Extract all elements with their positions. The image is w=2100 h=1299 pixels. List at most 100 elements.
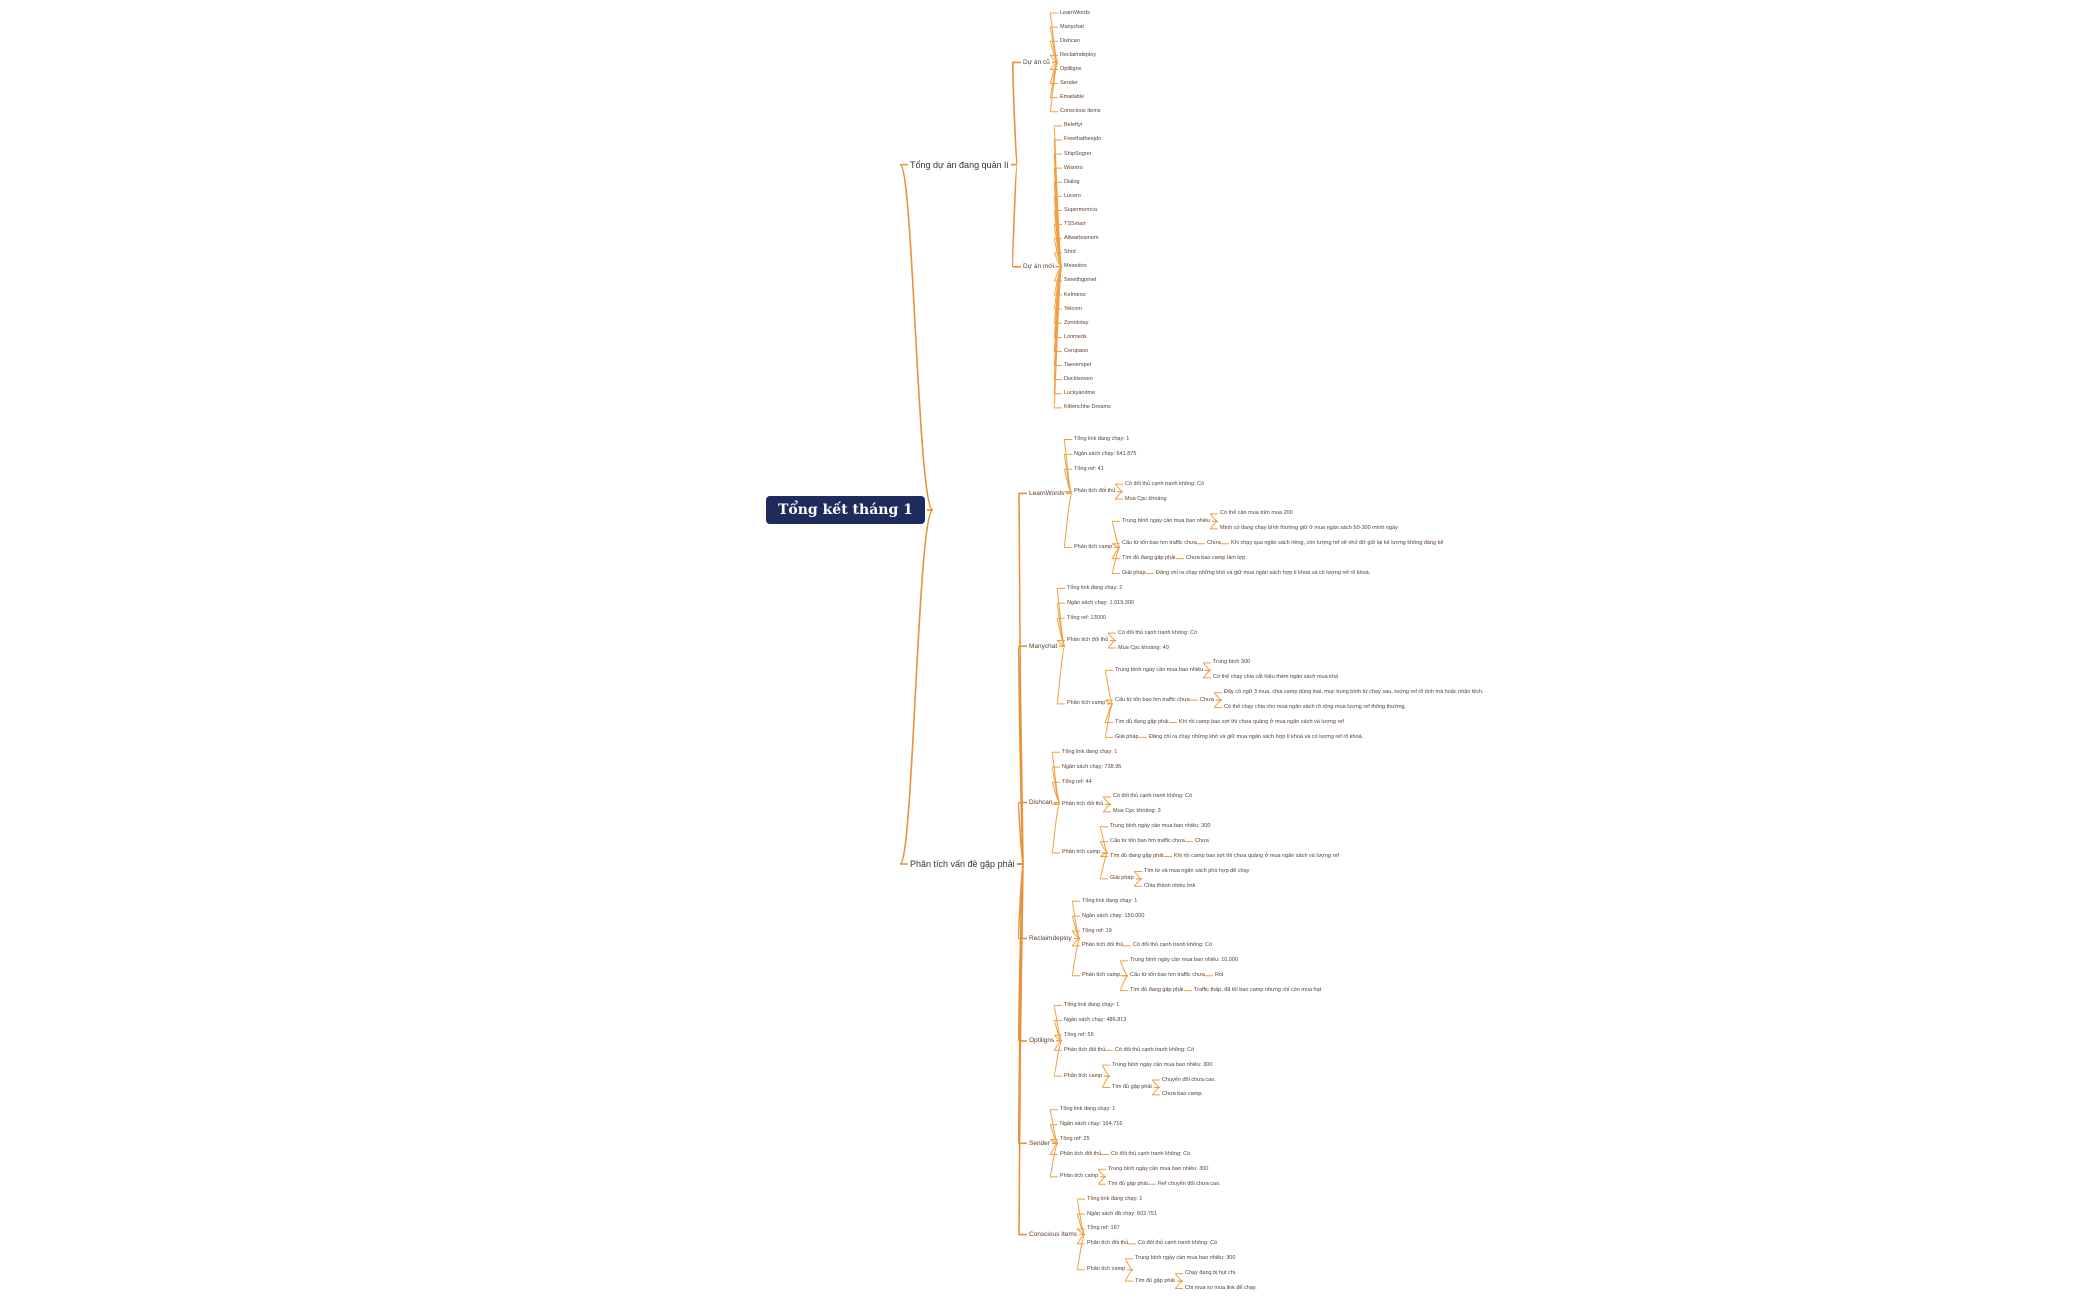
node-phan-tich-camp[interactable]: Phân tích camp bbox=[1064, 1072, 1103, 1079]
node-phan-tich-doi-thu[interactable]: Phân tích đối thủ bbox=[1082, 942, 1124, 949]
node-kittenchhe-dreams[interactable]: Kittenchhe Dreams bbox=[1064, 404, 1111, 411]
node-chay-dang-bi-hut-chi[interactable]: Chạy đang bị hụt chi. bbox=[1185, 1270, 1237, 1277]
node-co-the-chay-chia-cat-hieu-them-ngan-sach[interactable]: Có thể chạy chia cắt hiệu thêm ngân sách… bbox=[1213, 674, 1339, 681]
node-phan-tich-doi-thu[interactable]: Phân tích đối thủ bbox=[1060, 1150, 1102, 1157]
node-lonmeds[interactable]: Lonmeds bbox=[1064, 333, 1087, 340]
topic-du-an-cu[interactable]: Dự án cũ bbox=[1023, 58, 1050, 66]
node-phan-tich-doi-thu[interactable]: Phân tích đối thủ bbox=[1074, 488, 1116, 495]
node-yelcom[interactable]: Yelcom bbox=[1064, 305, 1082, 312]
node-trung-binh-ngay-can-mua-bao-nhieu-300[interactable]: Trung bình ngày cần mua bao nhiêu: 300 bbox=[1110, 823, 1211, 830]
node-tong-ref-13000[interactable]: Tổng ref: 13000 bbox=[1067, 614, 1106, 621]
node-minh-co-dang-chay-binh-thuong-giu-o-mua-[interactable]: Mình có đang chạy bình thường giữ ở mua … bbox=[1220, 525, 1398, 532]
node-co-doi-thu-canh-tranh-khong-co[interactable]: Có đối thủ cạnh tranh không: Có bbox=[1133, 942, 1213, 949]
node-tim-du-dang-gap-phai[interactable]: Tìm đủ đang gặp phải bbox=[1115, 718, 1169, 725]
node-lucero[interactable]: Lucero bbox=[1064, 192, 1081, 199]
node-chuyen-doi-chua-cao[interactable]: Chuyển đổi chưa cao. bbox=[1162, 1076, 1216, 1083]
node-ref-chuyen-doi-chua-cao[interactable]: Ref chuyển đổi chưa cao. bbox=[1158, 1180, 1221, 1187]
node-dang-chi-ra-chay-nhung-kho-va-giu-mua-ng[interactable]: Đăng chỉ ra chạy những khó và giữ mua ng… bbox=[1149, 733, 1364, 740]
node-cau-tu-ton-bao-hm-traffic-chua[interactable]: Cấu tứ tốn bao hm traffic chưa bbox=[1110, 838, 1185, 845]
node-tong-link-dang-chay-2[interactable]: Tổng link đang chạy: 2 bbox=[1067, 584, 1123, 591]
node-traffic-thap-da-toi-bao-camp-nhung-chi-c[interactable]: Traffic thấp, đã tối bao camp nhưng chỉ … bbox=[1194, 987, 1322, 994]
node-phan-tich-camp[interactable]: Phân tích camp bbox=[1087, 1266, 1126, 1273]
node-tim-du-gap-phai[interactable]: Tìm đủ gặp phải bbox=[1108, 1180, 1148, 1187]
node-cau-tu-ton-bao-hm-traffic-chua[interactable]: Cấu tứ tốn bao hm traffic chưa bbox=[1115, 696, 1190, 703]
node-dialog[interactable]: Dialog bbox=[1064, 178, 1080, 185]
node-dang-chi-ra-chay-nhung-kho-va-giu-mua-ng[interactable]: Đăng chỉ ra chạy những khó và giữ mua ng… bbox=[1156, 570, 1371, 577]
node-tong-ref-41[interactable]: Tổng ref: 41 bbox=[1074, 465, 1104, 472]
node-tim-tu-va-mua-ngan-sach-phu-hop-de-chay[interactable]: Tìm từ và mua ngân sách phù hợp để chạy bbox=[1144, 867, 1250, 874]
node-emailable[interactable]: Emailable bbox=[1060, 94, 1085, 101]
node-ngan-sach-chay-164-716[interactable]: Ngân sách chạy: 164.716 bbox=[1060, 1121, 1123, 1128]
topic-optiligns[interactable]: Optiligns bbox=[1029, 1037, 1055, 1045]
node-phan-tich-camp[interactable]: Phân tích camp bbox=[1062, 849, 1101, 856]
node-ngan-sach-da-chay-602-751[interactable]: Ngân sách đã chạy: 602.751 bbox=[1087, 1210, 1158, 1217]
node-co-doi-thu-canh-tranh-khong-co[interactable]: Có đối thủ cạnh tranh không: Có bbox=[1138, 1240, 1218, 1247]
node-tong-ref-25[interactable]: Tổng ref: 25 bbox=[1060, 1136, 1090, 1143]
node-tong-ref-19[interactable]: Tổng ref: 19 bbox=[1082, 927, 1112, 934]
node-phan-tich-doi-thu[interactable]: Phân tích đối thủ bbox=[1062, 800, 1104, 807]
node-trung-binh-ngay-can-mua-bao-nhieu-300[interactable]: Trung bình ngày cần mua bao nhiêu: 300 bbox=[1108, 1165, 1209, 1172]
node-phan-tich-camp[interactable]: Phân tích camp bbox=[1074, 543, 1113, 550]
node-ngan-sach-chay-641-875[interactable]: Ngân sách chạy: 641.875 bbox=[1074, 450, 1137, 457]
node-co-doi-thu-canh-tranh-khong-co[interactable]: Có đối thủ cạnh tranh không: Có bbox=[1111, 1150, 1191, 1157]
node-co-the-can-mua-tren-mua-200[interactable]: Có thể cần mua trên mua 200 bbox=[1220, 510, 1293, 517]
node-ngan-sach-chay-150-000[interactable]: Ngân sách chạy: 150.000 bbox=[1082, 912, 1145, 919]
node-chua[interactable]: Chưa bbox=[1195, 838, 1209, 845]
node-tim-du-dang-gap-phai[interactable]: Tìm đủ đang gặp phải bbox=[1110, 853, 1164, 860]
node-optiligns[interactable]: Optiligns bbox=[1060, 65, 1082, 72]
node-dishcan[interactable]: Dishcan bbox=[1060, 37, 1080, 44]
node-luckyandme[interactable]: Luckyandme bbox=[1064, 390, 1096, 397]
topic-dishcan[interactable]: Dishcan bbox=[1029, 799, 1053, 807]
node-tong-link-dang-chay-1[interactable]: Tổng link đang chạy: 1 bbox=[1082, 897, 1138, 904]
node-aliwarleamom[interactable]: Aliwarleamom bbox=[1064, 235, 1099, 242]
node-day-co-ngu-3-mua-chia-camp-dung-loai-muc[interactable]: Đây có ngữ 3 mua, chia camp dùng loại, m… bbox=[1224, 689, 1484, 696]
node-supermerrica[interactable]: Supermerrica bbox=[1064, 206, 1098, 213]
node-taeoempel[interactable]: Taeoempel bbox=[1064, 362, 1091, 369]
branch-tong-du-an-dang-quan-li[interactable]: Tổng dự án đang quản lí bbox=[910, 159, 1009, 170]
node-co-doi-thu-canh-tranh-khong-co[interactable]: Có đối thủ cạnh tranh không: Có bbox=[1113, 793, 1193, 800]
node-shipsogrer[interactable]: ShipSogrer bbox=[1064, 150, 1092, 157]
node-giai-phap[interactable]: Giải pháp bbox=[1110, 875, 1134, 882]
node-conscious-items[interactable]: Conscious Items bbox=[1060, 108, 1101, 115]
node-chua-bao-camp[interactable]: Chưa bao camp. bbox=[1162, 1091, 1203, 1098]
node-smeithgpmet[interactable]: Smeithgpmet bbox=[1064, 277, 1097, 284]
node-chua[interactable]: Chưa bbox=[1207, 540, 1221, 547]
node-tong-link-dang-chay-1[interactable]: Tổng link đang chạy: 1 bbox=[1064, 1002, 1120, 1009]
node-phan-tich-doi-thu[interactable]: Phân tích đối thủ bbox=[1087, 1240, 1129, 1247]
topic-du-an-moi[interactable]: Dự án mới bbox=[1023, 263, 1055, 271]
topic-learnwords[interactable]: LearnWords bbox=[1029, 489, 1065, 497]
node-tong-link-dang-chay-1[interactable]: Tổng link đang chạy: 1 bbox=[1060, 1106, 1116, 1113]
node-tong-ref-167[interactable]: Tổng ref: 167 bbox=[1087, 1225, 1120, 1232]
node-reclaimdeploy[interactable]: Reclaimdeploy bbox=[1060, 51, 1097, 58]
topic-reclaimdeploy[interactable]: Reclaimdeploy bbox=[1029, 934, 1072, 942]
node-beleftyr[interactable]: Beleftyr bbox=[1064, 122, 1083, 129]
node-tong-ref-55[interactable]: Tổng ref: 55 bbox=[1064, 1031, 1094, 1038]
node-trung-binh-ngay-can-mua-bao-nhieu-10-000[interactable]: Trung bình ngày cần mua bao nhiêu: 10.00… bbox=[1130, 957, 1239, 964]
node-tim-du-dang-gap-phai[interactable]: Tìm đủ đang gặp phải bbox=[1122, 555, 1176, 562]
root-node[interactable]: Tổng kết tháng 1 bbox=[766, 496, 925, 524]
node-phan-tich-doi-thu[interactable]: Phân tích đối thủ bbox=[1067, 637, 1109, 644]
node-co-doi-thu-canh-tranh-khong-co[interactable]: Có đối thủ cạnh tranh không: Có bbox=[1115, 1046, 1195, 1053]
node-tong-link-dang-chay-1[interactable]: Tổng link đang chạy: 1 bbox=[1087, 1195, 1143, 1202]
topic-sender[interactable]: Sender bbox=[1029, 1139, 1050, 1147]
node-cau-tu-ton-bao-hm-traffic-chua[interactable]: Cấu tứ tốn bao hm traffic chưa bbox=[1122, 540, 1197, 547]
node-ngan-sach-chay-738-95[interactable]: Ngân sách chạy: 738.95 bbox=[1062, 763, 1122, 770]
node-ngan-sach-chay-486-813[interactable]: Ngân sách chạy: 486.813 bbox=[1064, 1016, 1127, 1023]
node-tong-link-dang-chay-1[interactable]: Tổng link đang chạy: 1 bbox=[1062, 748, 1118, 755]
node-zorridolay[interactable]: Zorridolay bbox=[1064, 319, 1089, 326]
node-tim-du-gap-phai[interactable]: Tìm đủ gặp phải bbox=[1112, 1083, 1152, 1090]
node-trung-binh-ngay-can-mua-bao-nhieu-300[interactable]: Trung bình ngày cần mua bao nhiêu: 300 bbox=[1112, 1061, 1213, 1068]
topic-manychat[interactable]: Manychat bbox=[1029, 642, 1058, 650]
node-phan-tich-doi-thu[interactable]: Phân tích đối thủ bbox=[1064, 1046, 1106, 1053]
node-dockleoven[interactable]: Dockleoven bbox=[1064, 376, 1093, 383]
node-mua-cpc-khoang-3[interactable]: Mua Cpc khoảng: 3 bbox=[1113, 808, 1161, 815]
node-kelmeoo[interactable]: Kelmeoo bbox=[1064, 291, 1086, 298]
node-co-doi-thu-canh-tranh-khong-co[interactable]: Có đối thủ cạnh tranh không: Có bbox=[1125, 480, 1205, 487]
node-freethatheejdo[interactable]: Freethatheejdo bbox=[1064, 136, 1101, 143]
node-khi-roi-camp-bao-sot-thi-chua-quang-o-mu[interactable]: Khi rồi camp bao sợt thì chưa quảng ở mu… bbox=[1174, 853, 1339, 860]
node-learnwords[interactable]: LearnWords bbox=[1060, 9, 1090, 16]
node-sender[interactable]: Sender bbox=[1060, 80, 1078, 87]
node-giai-phap[interactable]: Giải pháp bbox=[1115, 733, 1139, 740]
node-trung-binh-300[interactable]: Trung bình 300 bbox=[1213, 659, 1251, 666]
node-wisotro[interactable]: Wisotro bbox=[1064, 164, 1083, 171]
